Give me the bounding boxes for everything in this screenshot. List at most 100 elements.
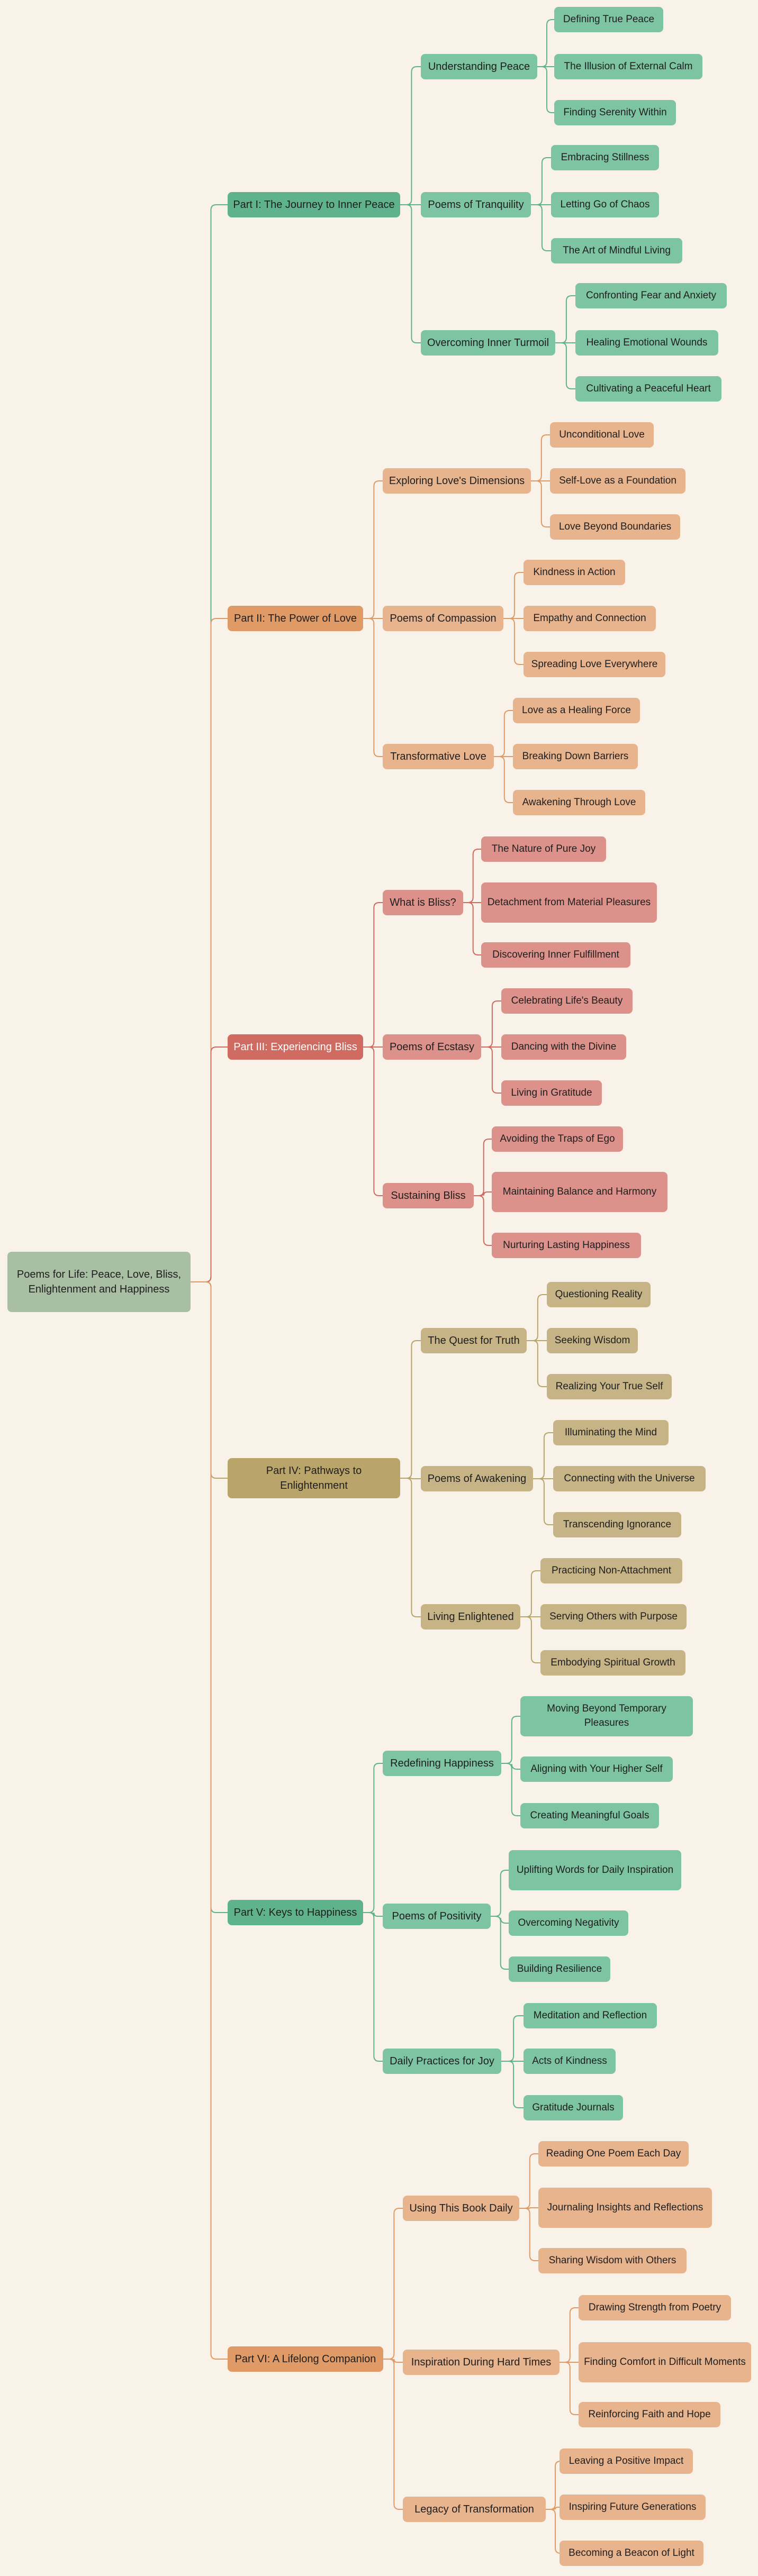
edge-section-inspiration-during-hard-times-leaf-1 xyxy=(560,2307,579,2363)
edge-section-sustaining-bliss-leaf-3 xyxy=(474,1195,492,1246)
part-node-6: Part VI: A Lifelong Companion xyxy=(228,2346,383,2372)
leaf-node-creating-meaningful-goals: Creating Meaningful Goals xyxy=(520,1803,659,1828)
edge-root-part-2 xyxy=(191,618,228,1282)
edge-section-what-is-bliss-leaf-3 xyxy=(463,902,481,955)
leaf-node-confronting-fear-and-anxiety: Confronting Fear and Anxiety xyxy=(575,283,727,308)
edge-root-part-6 xyxy=(191,1281,228,2360)
edge-section-legacy-of-transformation-leaf-3 xyxy=(546,2509,561,2554)
section-node-understanding-peace: Understanding Peace xyxy=(421,54,537,79)
edge-part-2-section-1 xyxy=(363,480,383,619)
edge-root-part-1 xyxy=(191,204,228,1282)
part-node-1: Part I: The Journey to Inner Peace xyxy=(228,192,400,217)
edge-root-part-4 xyxy=(191,1281,228,1479)
root-node: Poems for Life: Peace, Love, Bliss, Enli… xyxy=(7,1252,191,1312)
leaf-node-embodying-spiritual-growth: Embodying Spiritual Growth xyxy=(540,1650,685,1676)
leaf-node-illuminating-the-mind: Illuminating the Mind xyxy=(553,1420,669,1445)
leaf-node-the-nature-of-pure-joy: The Nature of Pure Joy xyxy=(481,836,606,862)
edge-part-5-section-1 xyxy=(363,1763,383,1913)
edge-part-6-section-1 xyxy=(383,2208,403,2360)
leaf-node-the-illusion-of-external-calm: The Illusion of External Calm xyxy=(554,54,702,79)
edge-part-1-section-3 xyxy=(400,204,421,343)
section-node-what-is-bliss: What is Bliss? xyxy=(383,890,463,915)
leaf-node-letting-go-of-chaos: Letting Go of Chaos xyxy=(551,192,659,217)
edge-section-redefining-happiness-leaf-2 xyxy=(501,1763,520,1770)
edge-section-poems-of-positivity-leaf-3 xyxy=(491,1916,509,1970)
section-node-overcoming-inner-turmoil: Overcoming Inner Turmoil xyxy=(421,330,555,356)
leaf-node-leaving-a-positive-impact: Leaving a Positive Impact xyxy=(560,2448,693,2474)
section-node-redefining-happiness: Redefining Happiness xyxy=(383,1751,501,1776)
part-node-3: Part III: Experiencing Bliss xyxy=(228,1034,363,1060)
leaf-node-overcoming-negativity: Overcoming Negativity xyxy=(509,1910,628,1936)
edge-section-redefining-happiness-leaf-3 xyxy=(501,1763,520,1816)
section-node-living-enlightened: Living Enlightened xyxy=(421,1604,520,1630)
edge-section-poems-of-ecstasy-leaf-1 xyxy=(481,1000,501,1048)
leaf-node-breaking-down-barriers: Breaking Down Barriers xyxy=(513,744,638,769)
leaf-node-transcending-ignorance: Transcending Ignorance xyxy=(553,1512,681,1537)
edge-section-using-this-book-daily-leaf-3 xyxy=(519,2208,538,2261)
leaf-node-discovering-inner-fulfillment: Discovering Inner Fulfillment xyxy=(481,942,630,968)
leaf-node-celebrating-life-s-beauty: Celebrating Life's Beauty xyxy=(501,988,633,1014)
edge-section-the-quest-for-truth-leaf-3 xyxy=(527,1340,547,1387)
leaf-node-embracing-stillness: Embracing Stillness xyxy=(551,145,659,170)
leaf-node-moving-beyond-temporary-pleasures: Moving Beyond Temporary Pleasures xyxy=(520,1696,693,1736)
edge-section-living-enlightened-leaf-1 xyxy=(520,1570,540,1617)
edge-section-daily-practices-for-joy-leaf-3 xyxy=(501,2061,524,2108)
leaf-node-reading-one-poem-each-day: Reading One Poem Each Day xyxy=(538,2141,689,2167)
edge-root-part-5 xyxy=(191,1281,228,1913)
leaf-node-dancing-with-the-divine: Dancing with the Divine xyxy=(501,1034,626,1060)
section-node-poems-of-positivity: Poems of Positivity xyxy=(383,1904,491,1929)
leaf-node-practicing-non-attachment: Practicing Non-Attachment xyxy=(540,1558,682,1583)
edge-section-overcoming-inner-turmoil-leaf-3 xyxy=(555,342,575,389)
section-node-poems-of-awakening: Poems of Awakening xyxy=(421,1466,533,1491)
leaf-node-living-in-gratitude: Living in Gratitude xyxy=(501,1080,602,1106)
leaf-node-connecting-with-the-universe: Connecting with the Universe xyxy=(553,1466,706,1491)
edge-part-4-section-1 xyxy=(400,1340,421,1479)
edge-part-5-section-3 xyxy=(363,1912,383,2062)
leaf-node-the-art-of-mindful-living: The Art of Mindful Living xyxy=(551,238,682,263)
edge-section-sustaining-bliss-leaf-2 xyxy=(474,1191,492,1196)
section-node-exploring-love-s-dimensions: Exploring Love's Dimensions xyxy=(383,468,531,494)
section-node-using-this-book-daily: Using This Book Daily xyxy=(403,2196,519,2221)
edge-section-using-this-book-daily-leaf-1 xyxy=(519,2153,538,2209)
section-node-poems-of-tranquility: Poems of Tranquility xyxy=(421,192,531,217)
edge-section-poems-of-ecstasy-leaf-3 xyxy=(481,1046,501,1094)
leaf-node-uplifting-words-for-daily-inspiration: Uplifting Words for Daily Inspiration xyxy=(509,1850,681,1890)
leaf-node-gratitude-journals: Gratitude Journals xyxy=(524,2095,623,2120)
leaf-node-nurturing-lasting-happiness: Nurturing Lasting Happiness xyxy=(492,1233,641,1258)
edge-section-living-enlightened-leaf-3 xyxy=(520,1616,540,1663)
leaf-node-reinforcing-faith-and-hope: Reinforcing Faith and Hope xyxy=(579,2402,720,2427)
edge-section-what-is-bliss-leaf-1 xyxy=(463,849,481,903)
leaf-node-maintaining-balance-and-harmony: Maintaining Balance and Harmony xyxy=(492,1172,667,1212)
leaf-node-drawing-strength-from-poetry: Drawing Strength from Poetry xyxy=(579,2295,731,2320)
edge-section-transformative-love-leaf-3 xyxy=(494,756,513,803)
edge-section-poems-of-compassion-leaf-3 xyxy=(503,618,524,665)
edge-root-part-3 xyxy=(191,1046,228,1282)
edge-section-legacy-of-transformation-leaf-2 xyxy=(546,2507,560,2510)
leaf-node-becoming-a-beacon-of-light: Becoming a Beacon of Light xyxy=(560,2541,703,2566)
edge-section-poems-of-positivity-leaf-1 xyxy=(491,1870,509,1917)
leaf-node-questioning-reality: Questioning Reality xyxy=(547,1282,651,1307)
leaf-node-self-love-as-a-foundation: Self-Love as a Foundation xyxy=(550,468,685,494)
leaf-node-defining-true-peace: Defining True Peace xyxy=(554,7,663,32)
edge-section-understanding-peace-leaf-1 xyxy=(537,19,554,67)
edge-section-the-quest-for-truth-leaf-1 xyxy=(527,1294,547,1341)
leaf-node-aligning-with-your-higher-self: Aligning with Your Higher Self xyxy=(520,1756,673,1782)
leaf-node-empathy-and-connection: Empathy and Connection xyxy=(524,606,656,631)
edge-section-poems-of-awakening-leaf-1 xyxy=(533,1432,553,1479)
leaf-node-acts-of-kindness: Acts of Kindness xyxy=(524,2049,616,2074)
leaf-node-love-as-a-healing-force: Love as a Healing Force xyxy=(513,698,640,723)
edge-section-redefining-happiness-leaf-1 xyxy=(501,1716,520,1764)
leaf-node-inspiring-future-generations: Inspiring Future Generations xyxy=(560,2495,706,2520)
leaf-node-realizing-your-true-self: Realizing Your True Self xyxy=(547,1374,672,1399)
leaf-node-sharing-wisdom-with-others: Sharing Wisdom with Others xyxy=(538,2248,687,2273)
edge-section-poems-of-tranquility-leaf-1 xyxy=(531,157,551,205)
edge-section-exploring-love-s-dimensions-leaf-3 xyxy=(531,480,550,527)
section-node-poems-of-compassion: Poems of Compassion xyxy=(383,606,503,631)
section-node-sustaining-bliss: Sustaining Bliss xyxy=(383,1183,474,1208)
leaf-node-love-beyond-boundaries: Love Beyond Boundaries xyxy=(550,514,680,540)
leaf-node-meditation-and-reflection: Meditation and Reflection xyxy=(524,2003,657,2028)
leaf-node-cultivating-a-peaceful-heart: Cultivating a Peaceful Heart xyxy=(575,376,721,402)
leaf-node-healing-emotional-wounds: Healing Emotional Wounds xyxy=(575,330,718,356)
